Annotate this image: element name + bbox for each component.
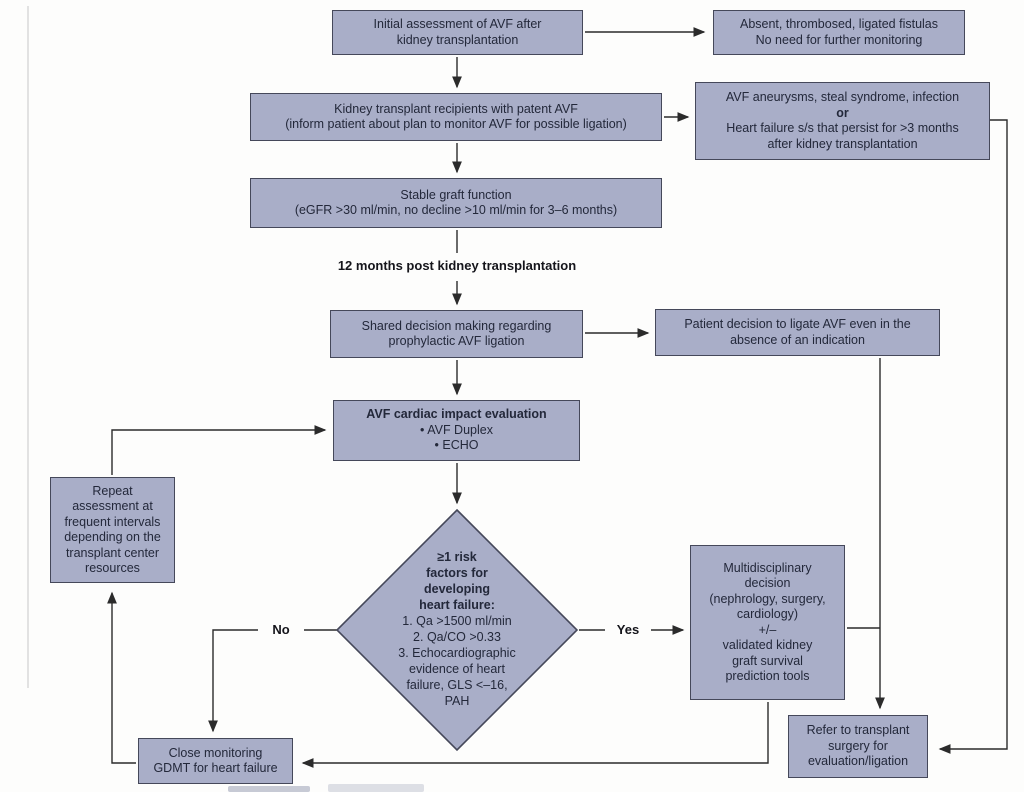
box-patient-decision-ligate: Patient decision to ligate AVF even in t…: [655, 309, 940, 356]
label-yes: Yes: [605, 621, 651, 639]
diamond-text-line: 2. Qa/CO >0.33: [413, 630, 501, 644]
box-absent-fistulas: Absent, thrombosed, ligated fistulas No …: [713, 10, 965, 55]
label-12-months-post-transplant: 12 months post kidney transplantation: [337, 258, 577, 273]
box-shared-decision: Shared decision making regarding prophyl…: [330, 310, 583, 358]
box-text-line: (inform patient about plan to monitor AV…: [285, 117, 627, 131]
box-text-line: Heart failure s/s that persist for >3 mo…: [726, 121, 959, 135]
box-text-line: or: [836, 105, 849, 120]
box-text-line: • AVF Duplex: [420, 422, 493, 437]
box-multidisciplinary-decision: Multidisciplinary decision (nephrology, …: [690, 545, 845, 700]
box-text-line: (eGFR >30 ml/min, no decline >10 ml/min …: [294, 203, 618, 217]
diamond-text-line: failure, GLS <–16,: [406, 678, 508, 692]
box-text-line: surgery for: [828, 738, 888, 753]
risk-factors-diamond: [335, 508, 579, 752]
box-text-line: decision: [744, 576, 791, 590]
box-text-line: prophylactic AVF ligation: [388, 334, 525, 348]
box-text-line: evaluation/ligation: [807, 754, 909, 769]
box-text-line: Initial assessment of AVF after: [373, 17, 542, 31]
diamond-text-line: evidence of heart: [409, 662, 505, 676]
diamond-text-line: ≥1 risk: [437, 550, 477, 564]
box-text-line: resources: [85, 561, 140, 575]
box-text-line: Close monitoring: [168, 745, 263, 760]
box-text-line: No need for further monitoring: [755, 32, 923, 47]
box-text-line: Refer to transplant: [806, 723, 910, 738]
box-transplant-recipients: Kidney transplant recipients with patent…: [250, 93, 662, 141]
box-initial-assessment: Initial assessment of AVF after kidney t…: [332, 10, 583, 55]
box-refer-transplant-surgery: Refer to transplant surgery for evaluati…: [788, 715, 928, 778]
box-text-line: AVF cardiac impact evaluation: [366, 407, 547, 422]
box-text-line: assessment at: [72, 499, 153, 513]
box-stable-graft-function: Stable graft function (eGFR >30 ml/min, …: [250, 178, 662, 228]
box-text-line: graft survival: [732, 653, 803, 668]
diamond-text-line: 1. Qa >1500 ml/min: [402, 614, 512, 628]
box-text-line: validated kidney: [722, 638, 813, 652]
box-text-line: Absent, thrombosed, ligated fistulas: [739, 17, 939, 31]
box-text-line: Repeat: [92, 483, 133, 498]
arrow-close-monitoring-to-repeat: [107, 591, 136, 764]
box-text-line: after kidney transplantation: [767, 136, 918, 151]
box-text-line: GDMT for heart failure: [153, 761, 278, 775]
box-text-line: depending on the: [64, 530, 161, 544]
box-text-line: absence of an indication: [730, 332, 865, 347]
arrow-aneurysms-to-refer: [938, 119, 1008, 754]
box-cardiac-impact-evaluation: AVF cardiac impact evaluation • AVF Dupl…: [333, 400, 580, 461]
box-text-line: Stable graft function: [400, 187, 512, 202]
box-text-line: AVF aneurysms, steal syndrome, infection: [725, 90, 960, 104]
diamond-text-line: developing: [424, 582, 490, 596]
box-text-line: (nephrology, surgery,: [709, 591, 826, 606]
box-text-line: Kidney transplant recipients with patent…: [334, 101, 578, 116]
diamond-text-line: 3. Echocardiographic: [398, 646, 516, 660]
box-text-line: Patient decision to ligate AVF even in t…: [684, 317, 911, 331]
box-text-line: +/–: [758, 622, 777, 637]
box-repeat-assessment: Repeat assessment at frequent intervals …: [50, 477, 175, 583]
box-close-monitoring-gdmt: Close monitoring GDMT for heart failure: [138, 738, 293, 784]
box-text-line: Multidisciplinary: [723, 560, 812, 575]
diamond-text-line: PAH: [444, 694, 470, 708]
box-text-line: cardiology): [736, 607, 799, 621]
box-text-line: • ECHO: [434, 438, 479, 453]
arrow-no-to-close-monitoring: [208, 629, 337, 733]
box-text-line: Shared decision making regarding: [361, 318, 552, 333]
box-text-line: prediction tools: [725, 669, 810, 683]
diamond-text-line: factors for: [426, 566, 488, 580]
arrow-repeat-to-cardiac: [111, 425, 327, 475]
label-no: No: [258, 621, 304, 639]
box-text-line: transplant center: [65, 545, 160, 560]
arrow-multidisciplinary-to-close-monitoring: [301, 702, 769, 768]
box-text-line: kidney transplantation: [396, 32, 519, 47]
box-aneurysms-indications: AVF aneurysms, steal syndrome, infection…: [695, 82, 990, 160]
diamond-risk-factors-text: ≥1 risk factors for developing heart fai…: [337, 549, 577, 709]
diamond-text-line: heart failure:: [419, 598, 495, 612]
box-text-line: frequent intervals: [64, 514, 161, 529]
